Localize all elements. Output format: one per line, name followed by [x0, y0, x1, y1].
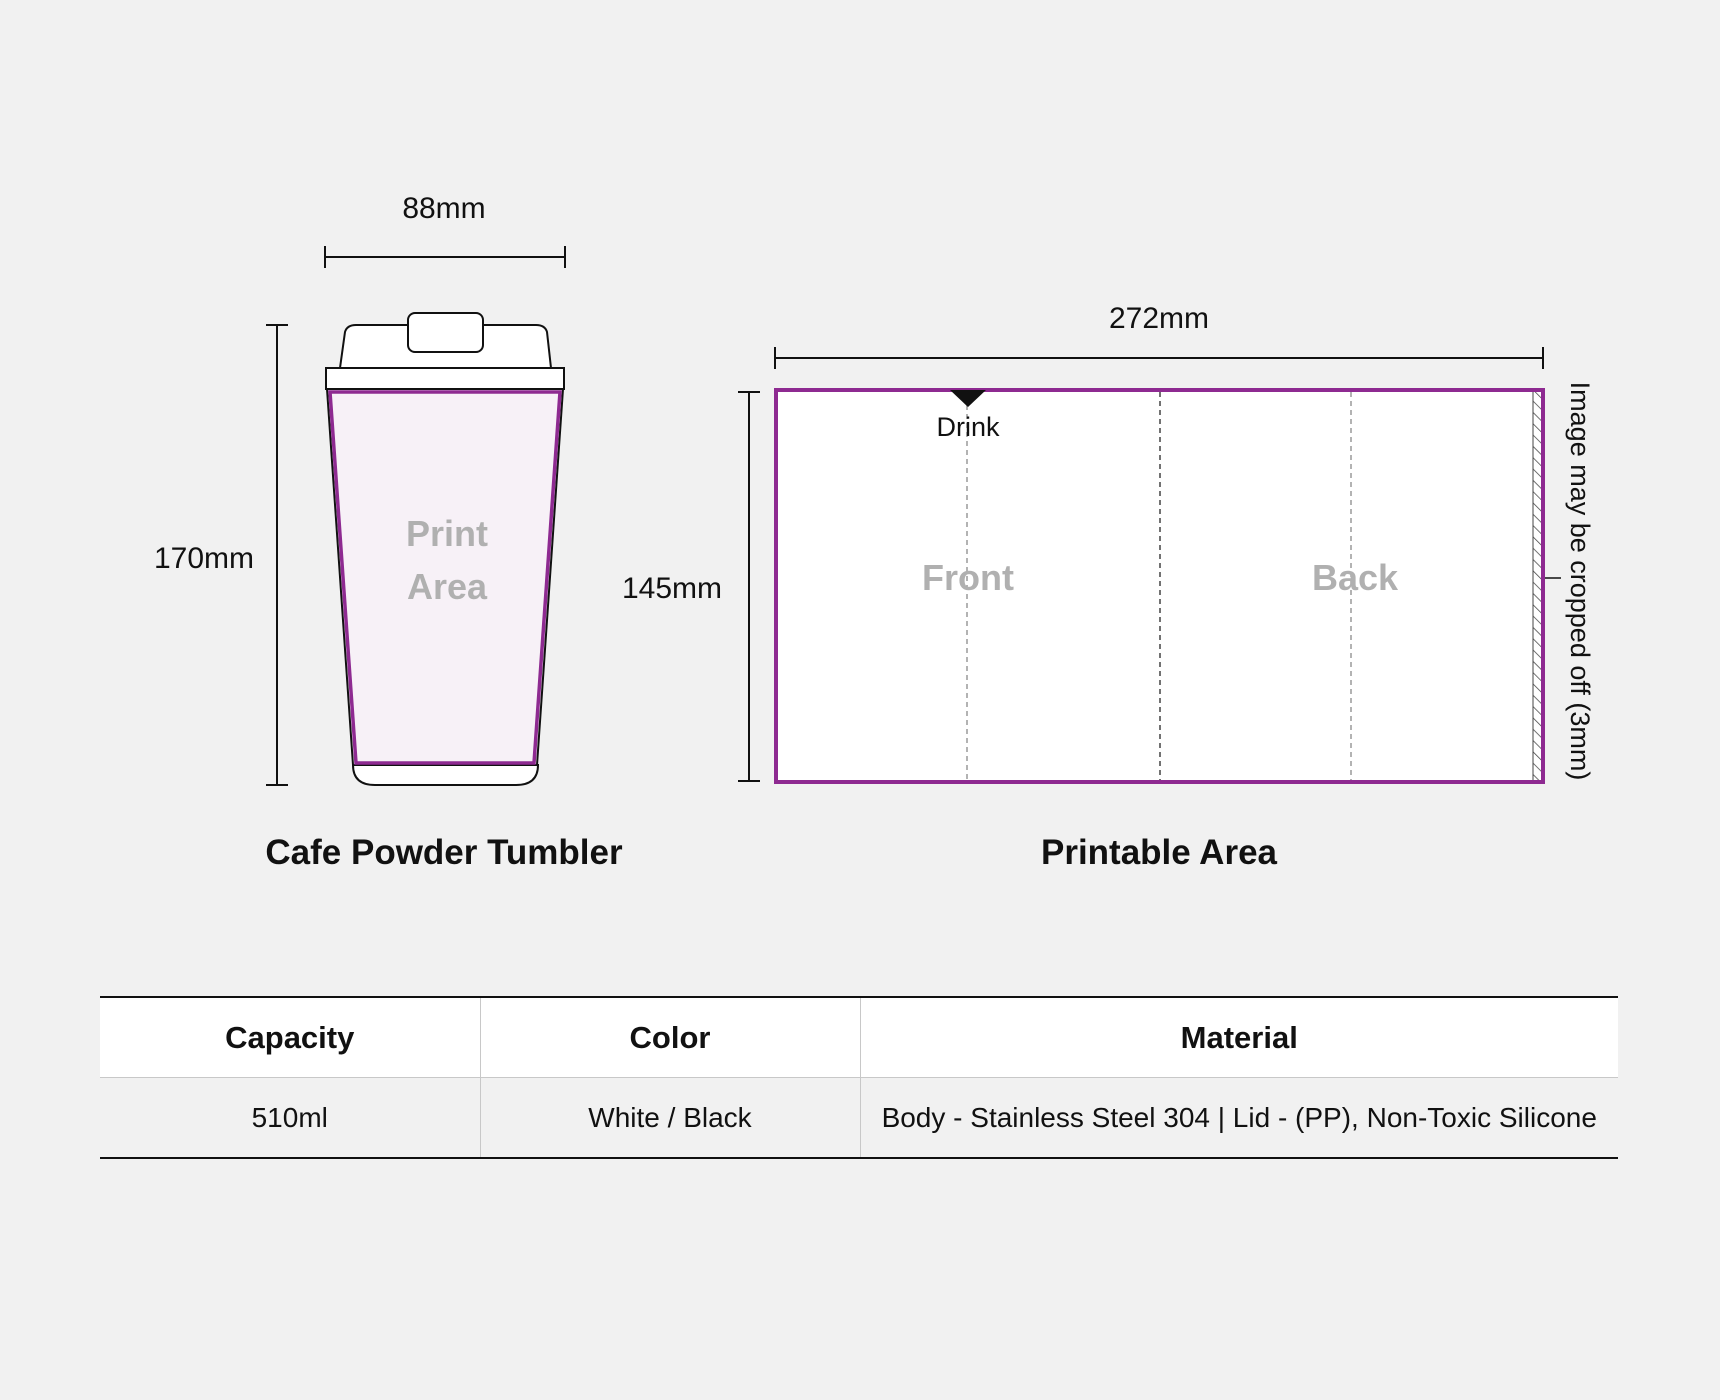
capacity-header: Capacity — [100, 996, 480, 1078]
tumbler-lid-tab — [407, 312, 484, 353]
tumbler-print-area — [328, 390, 562, 765]
color-value: White / Black — [479, 1077, 860, 1159]
drink-marker-icon — [950, 390, 986, 407]
front-label: Front — [922, 557, 1014, 598]
spec-table: Capacity Color Material 510ml White / Bl… — [100, 996, 1618, 1159]
crop-note-label: Image may be cropped off (3mm) — [1565, 382, 1595, 781]
printable-height-label: 145mm — [622, 572, 722, 605]
printable-height-dimension: 145mm — [622, 391, 760, 782]
printable-sheet — [775, 390, 1543, 782]
tumbler-lid-rim — [325, 367, 565, 390]
printable-width-label: 272mm — [1109, 302, 1209, 335]
drink-marker-label: Drink — [936, 412, 1000, 442]
material-header: Material — [859, 996, 1618, 1078]
printable-area-diagram: 272mm 145mm Drink Front Back Image may b… — [622, 302, 1595, 872]
tumbler-print-area-label-2: Area — [407, 566, 488, 607]
color-header: Color — [479, 996, 860, 1078]
tumbler-height-label: 170mm — [154, 542, 254, 575]
tumbler-diagram: 88mm 170mm Print Area Cafe Powder Tumble… — [154, 192, 623, 872]
tumbler-width-dimension: 88mm — [324, 192, 566, 268]
printable-width-dimension: 272mm — [774, 302, 1544, 369]
tumbler-print-area-label-1: Print — [406, 513, 488, 554]
tumbler-base — [351, 764, 540, 786]
capacity-value: 510ml — [100, 1077, 480, 1159]
printable-outline — [774, 388, 1545, 784]
tumbler-height-dimension: 170mm — [154, 324, 288, 786]
tumbler-width-label: 88mm — [402, 192, 485, 225]
back-label: Back — [1312, 557, 1399, 598]
tumbler-title: Cafe Powder Tumbler — [265, 833, 623, 872]
spec-header-row: Capacity Color Material — [100, 996, 1618, 1078]
material-value: Body - Stainless Steel 304 | Lid - (PP),… — [859, 1077, 1618, 1159]
printable-title: Printable Area — [1041, 833, 1278, 872]
spec-value-row: 510ml White / Black Body - Stainless Ste… — [100, 1077, 1618, 1159]
